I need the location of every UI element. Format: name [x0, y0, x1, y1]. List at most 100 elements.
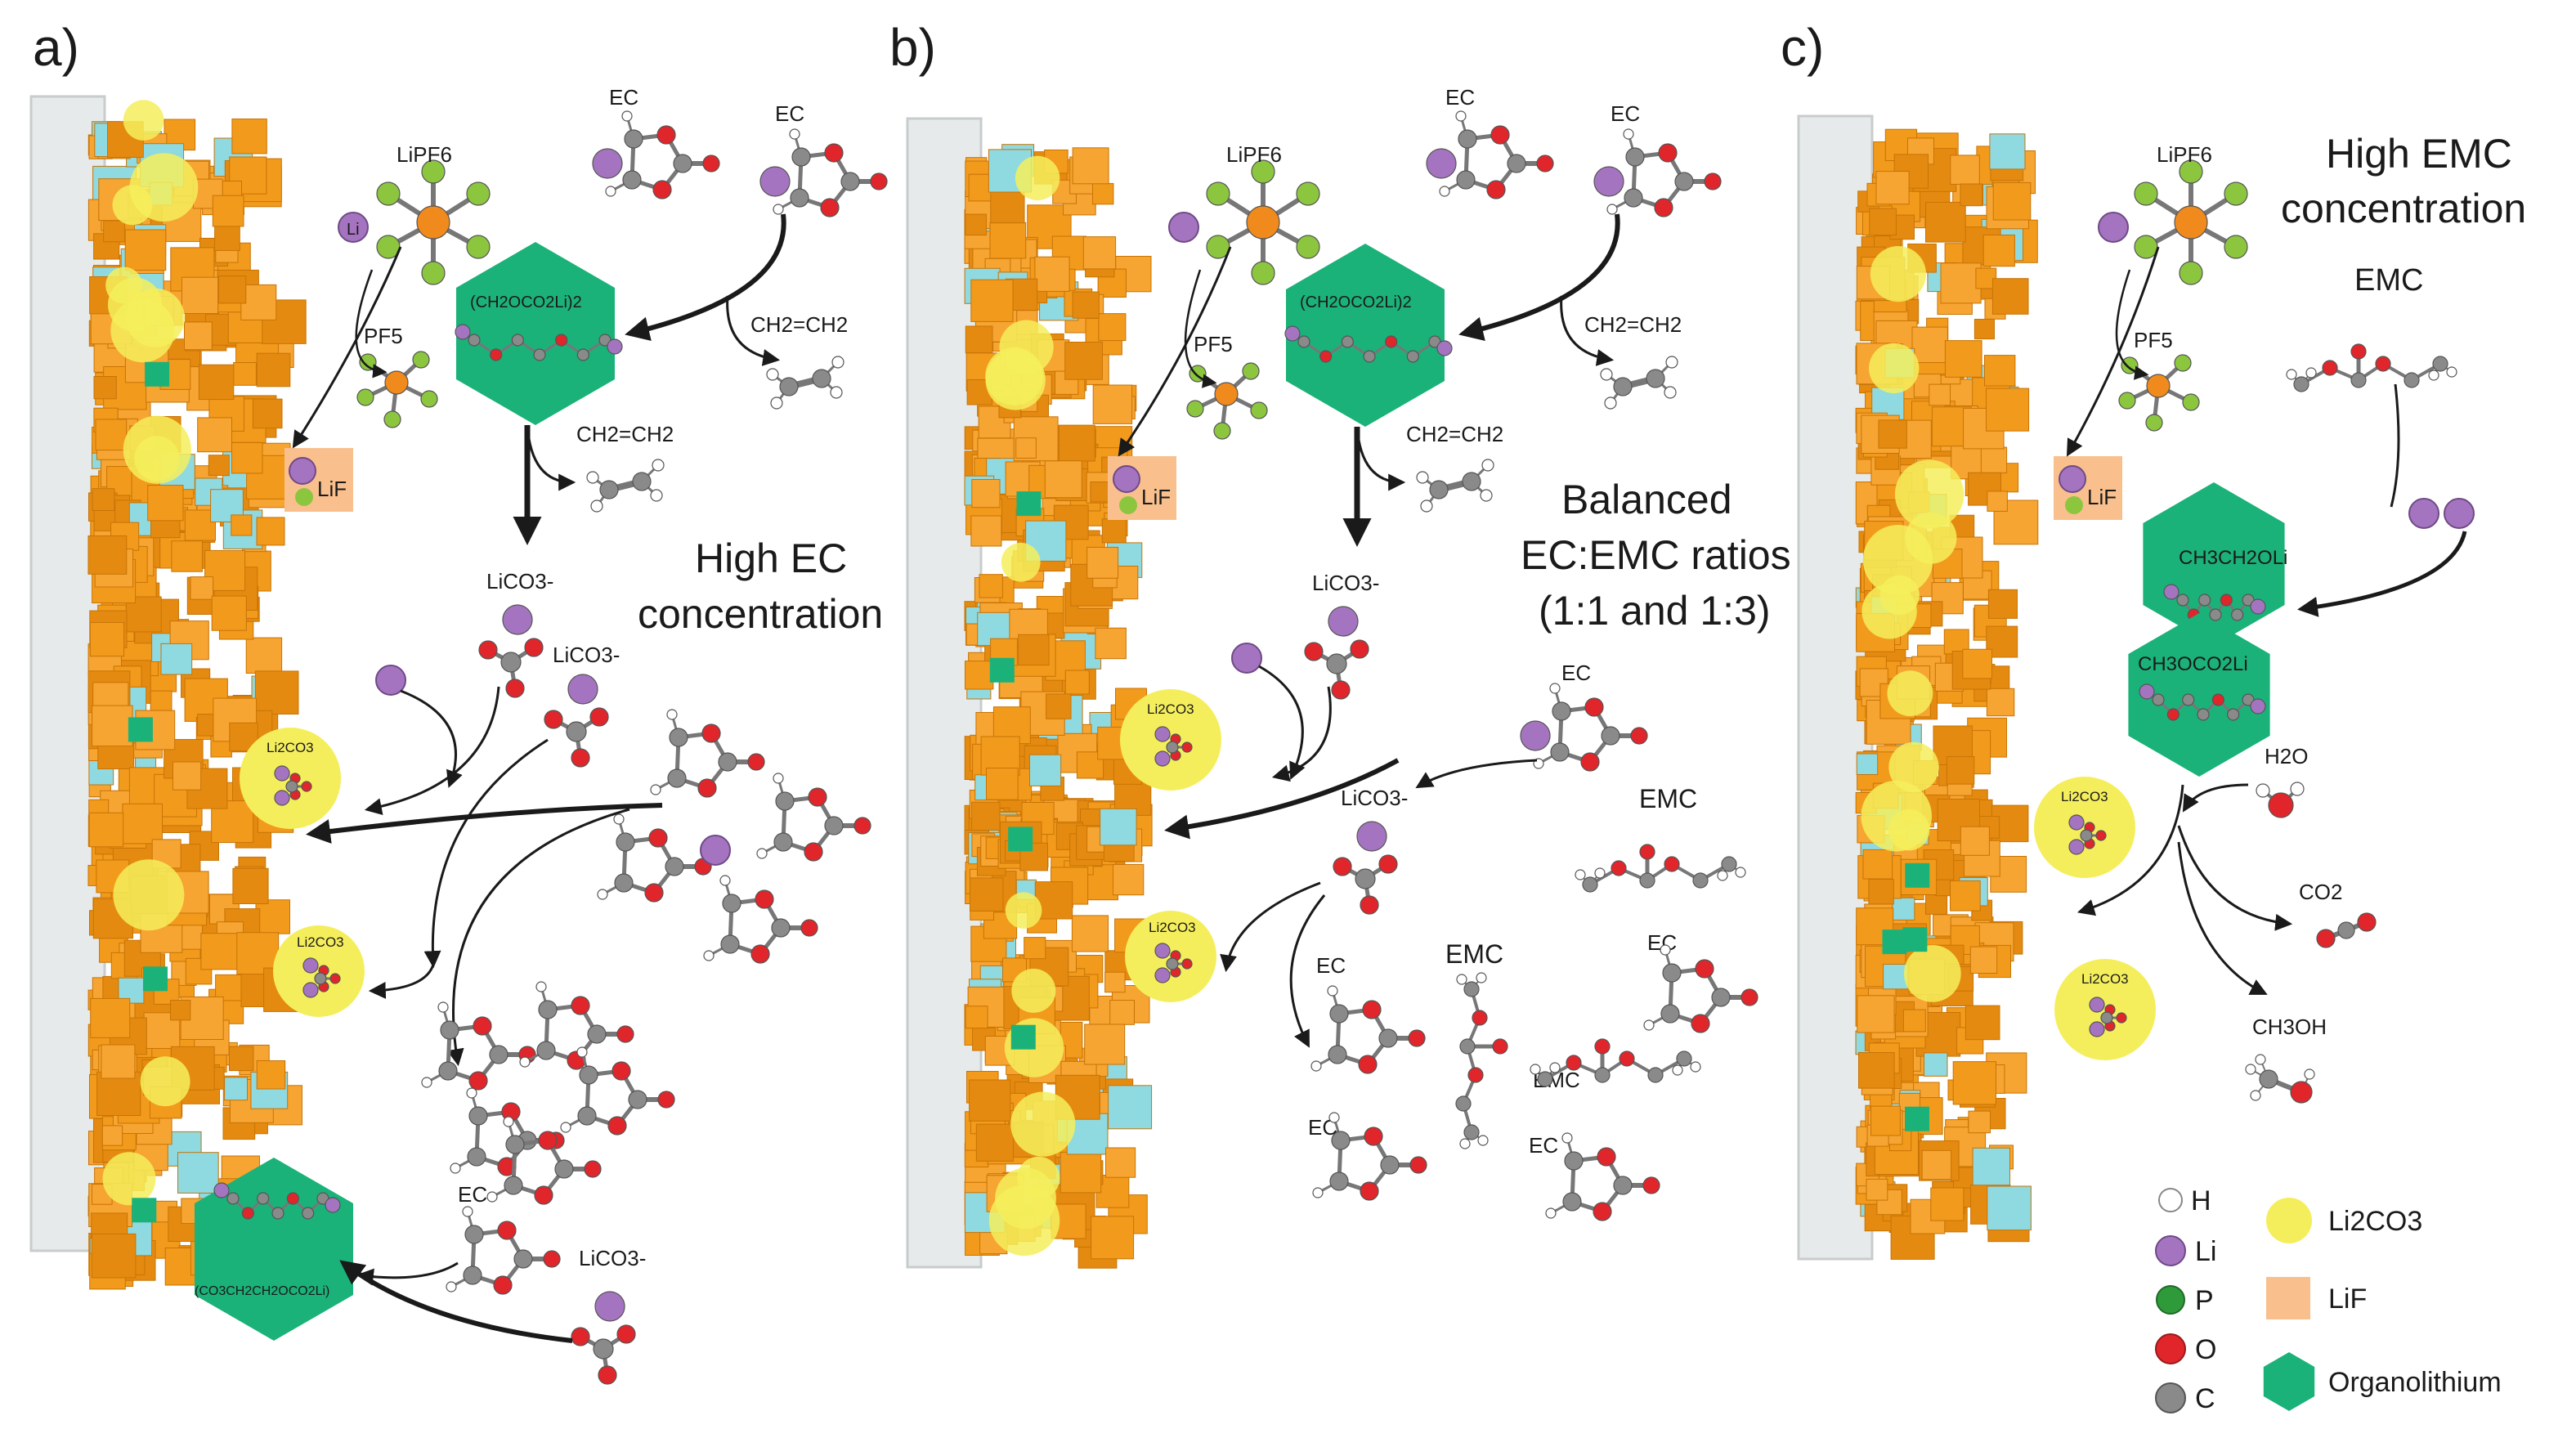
li-atom — [338, 212, 369, 243]
lif-label-b: LiF — [1141, 485, 1171, 509]
lif-particle-b: LiF — [1108, 456, 1176, 520]
arrow-ec-ethylene-a1 — [726, 295, 781, 366]
svg-text:Li: Li — [2195, 1236, 2216, 1267]
lico3-label-b2: LiCO3- — [1341, 786, 1408, 810]
oligomer-a4 — [560, 1046, 675, 1136]
co2-label-c: CO2 — [2299, 880, 2342, 904]
arrow-lipf6-lif-b — [1118, 246, 1232, 457]
li-atom-a — [375, 665, 406, 696]
arrow-organo-co2-c — [2177, 825, 2293, 931]
legend-atom-o: O — [2155, 1333, 2216, 1365]
arrow-ec-organo-b — [1458, 213, 1620, 341]
svg-text:Organolithium: Organolithium — [2328, 1367, 2502, 1398]
svg-text:Li2CO3: Li2CO3 — [2328, 1206, 2422, 1237]
li2co3-particle-c1: Li2CO3 — [2034, 777, 2135, 878]
organo-top-label-b: (CH2OCO2Li)2 — [1300, 293, 1412, 311]
emc-label-b1: EMC — [1639, 784, 1697, 813]
condition-c-line2: concentration — [2281, 186, 2526, 231]
organolithium-hex-a-top: (CH2OCO2Li)2 — [455, 242, 623, 425]
arrow-lico3-li2co3-b — [1220, 881, 1321, 973]
svg-text:H: H — [2191, 1185, 2211, 1216]
panel-c-letter: c) — [1781, 18, 1824, 77]
ethylene-label-a1: CH2=CH2 — [750, 312, 848, 337]
ec-label-b7: EC — [1529, 1133, 1558, 1158]
organolithium-hex-b-top: (CH2OCO2Li)2 — [1284, 244, 1453, 427]
panel-c: c) LiPF6 PF5 LiF High EMC concentration … — [1781, 18, 2526, 1261]
arrow-ec-cluster-a — [446, 808, 630, 1067]
lipf6-molecule-c — [2134, 159, 2248, 285]
ethylene-label-a2: CH2=CH2 — [576, 422, 674, 446]
condition-b-line3: (1:1 and 1:3) — [1539, 588, 1771, 634]
panel-b-letter: b) — [889, 18, 936, 77]
li2co3-particle-b2: Li2CO3 — [1125, 911, 1216, 1002]
svg-text:O: O — [2195, 1334, 2216, 1365]
organo2-label-c: CH3OCO2Li — [2138, 653, 2248, 675]
legend-atom-li: Li — [2155, 1235, 2216, 1267]
lico3-label-a1: LiCO3- — [486, 569, 553, 594]
condition-c-line1: High EMC — [2326, 131, 2512, 177]
ec-molecule-a1 — [592, 110, 720, 199]
lif-label-c: LiF — [2087, 485, 2117, 509]
ec-label-a1: EC — [609, 85, 638, 110]
arrow-lico3-a2 — [423, 738, 549, 969]
pf5-label-c: PF5 — [2134, 328, 2173, 352]
legend-phase-li2co3: Li2CO3 — [2266, 1198, 2422, 1243]
ethylene-molecule-b1 — [1600, 356, 1678, 410]
sei-layer-c — [1855, 128, 2039, 1260]
li-atom-c — [2098, 212, 2129, 243]
li2co3-label-b1: Li2CO3 — [1147, 701, 1194, 717]
li2co3-label-c2: Li2CO3 — [2081, 971, 2129, 987]
arrow-ec-lico3-b — [1415, 759, 1538, 789]
sei-layer-b — [964, 144, 1153, 1269]
legend: H Li P O C Li2CO3 LiF Organolithium — [2155, 1185, 2502, 1414]
h2o-molecule-c — [2256, 782, 2305, 818]
li2co3-particle-a1: Li2CO3 — [240, 728, 341, 829]
arrow-lico3-b1 — [1271, 686, 1332, 782]
legend-phase-lif: LiF — [2266, 1277, 2367, 1319]
ec-molecule-b6 — [1312, 1112, 1427, 1201]
lipf6-label-a: LiPF6 — [396, 142, 452, 167]
arrow-ec-ethylene-b1 — [1560, 295, 1615, 366]
arrow-li2co3-a2 — [368, 964, 435, 999]
ethylene-molecule-a1 — [766, 356, 844, 410]
lico3-molecule-a3 — [571, 1291, 636, 1385]
ch3oh-molecule-c — [2245, 1054, 2315, 1104]
ethylene-molecule-b2 — [1416, 459, 1494, 513]
ec-cluster-a3 — [597, 813, 712, 903]
arrow-h2o-c — [2182, 783, 2249, 813]
svg-text:C: C — [2195, 1383, 2215, 1414]
li-atom-c2 — [2408, 498, 2439, 529]
oligomer-a1 — [421, 1001, 536, 1091]
arrow-li-organo-c — [2297, 531, 2467, 617]
legend-phase-organolithium: Organolithium — [2263, 1352, 2502, 1411]
li-label: Li — [347, 221, 360, 239]
ec-molecule-a2 — [759, 128, 888, 217]
arrow-lipf6-pf5-b — [1184, 269, 1217, 388]
panel-a-letter: a) — [33, 18, 79, 77]
emc-label-c: EMC — [2354, 263, 2423, 298]
li-atom-c3 — [2444, 498, 2475, 529]
ec-molecule-b2 — [1593, 128, 1722, 217]
sei-layer-a — [87, 100, 308, 1290]
ethylene-label-b1: CH2=CH2 — [1584, 312, 1682, 337]
lico3-label-b1: LiCO3- — [1312, 571, 1379, 595]
organo1-label-c: CH3CH2OLi — [2179, 547, 2287, 569]
li2co3-particle-c2: Li2CO3 — [2054, 959, 2156, 1060]
arrow-big-li2co3-b — [1164, 758, 1400, 840]
lico3-molecule-a2 — [544, 674, 609, 768]
arrow-organo-ethylene-b — [1355, 426, 1406, 491]
li2co3-label-a2: Li2CO3 — [297, 934, 344, 950]
ethylene-molecule-a2 — [586, 459, 665, 513]
pf5-molecule-a — [356, 351, 438, 428]
pf5-label-a: PF5 — [364, 324, 403, 348]
lif-particle-c: LiF — [2054, 456, 2122, 520]
ec-molecule-b7 — [1545, 1132, 1660, 1221]
arrow-emc-organo-c — [2390, 383, 2400, 508]
organo-top-label-a: (CH2OCO2Li)2 — [470, 293, 582, 311]
li-atom-b2 — [1231, 643, 1262, 674]
arrow-big-li2co3-a — [306, 803, 663, 844]
legend-atom-p: P — [2156, 1285, 2214, 1316]
svg-text:P: P — [2195, 1285, 2214, 1316]
lico3-label-a2: LiCO3- — [553, 643, 620, 667]
ec-molecule-b3 — [1520, 683, 1648, 772]
